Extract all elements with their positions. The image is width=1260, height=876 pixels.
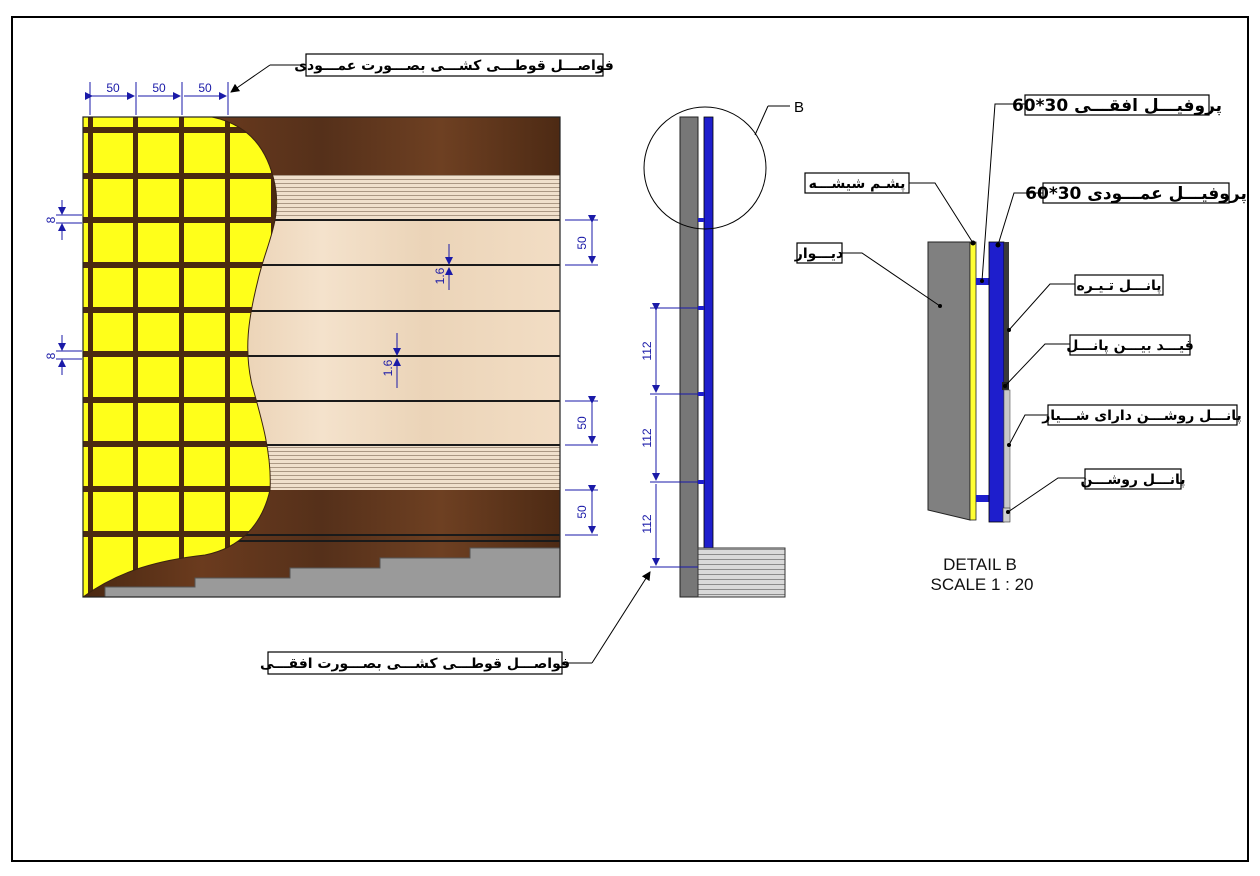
label-horizontal-gaps: فواصـــل قوطـــی کشـــی بصـــورت افقـــی [260, 571, 651, 675]
elevation-outline [82, 116, 561, 598]
label-horizontal-profile: پروفیـــل افقـــی 30*60 [1012, 96, 1222, 116]
dim-spacing-112-a: 112 [640, 341, 654, 360]
label-glass-wool: پشـم شیشـــه [809, 176, 906, 192]
detail-wall [927, 241, 971, 521]
dim-col-50-c: 50 [198, 81, 212, 95]
dim-panel-50-b: 50 [575, 416, 589, 430]
dim-gap-8-b: 8 [44, 352, 58, 359]
label-light-panel: پانـــل روشـــن [1081, 472, 1186, 488]
callout-b-label: B [794, 99, 804, 116]
groove-dimensions: 1.6 1.6 [381, 244, 453, 388]
label-vertical-gaps: فواصـــل قوطـــی کشـــی بصـــورت عمـــود… [230, 53, 614, 93]
label-vertical-profile: پروفیـــل عمـــودی 30*60 [1025, 184, 1247, 204]
section-base-panel [697, 547, 786, 598]
section-wall [679, 116, 699, 598]
profile-grid [83, 117, 277, 597]
grooved-band-bottom [220, 445, 560, 490]
label-wall: دیـــوار [794, 246, 843, 262]
detail-b: پروفیـــل افقـــی 30*60 پشـم شیشـــه پرو… [794, 94, 1247, 594]
top-dimensions: 50 50 50 [85, 81, 229, 115]
svg-text:فواصـــل قوطـــی کشـــی بصـــو: فواصـــل قوطـــی کشـــی بصـــورت عمـــود… [294, 58, 614, 74]
dim-col-50-a: 50 [106, 81, 120, 95]
detail-dark-panel [1004, 242, 1009, 387]
light-wood-panel [220, 220, 560, 445]
label-panel-joint: قیـــد بیـــن پانـــل [1066, 338, 1194, 354]
label-dark-panel: پانـــل تـیـره [1076, 278, 1161, 294]
detail-vertical-profile [988, 241, 1005, 523]
dim-panel-50-c: 50 [575, 505, 589, 519]
cutaway-edge [82, 116, 278, 598]
dim-groove-1-6-a: 1.6 [433, 267, 447, 284]
dim-groove-1-6-b: 1.6 [381, 359, 395, 376]
detail-scale: SCALE 1 : 20 [930, 575, 1033, 594]
section-vertical-profile [703, 116, 714, 598]
detail-callout-circle [643, 106, 767, 230]
dim-spacing-112-c: 112 [640, 514, 654, 533]
sheet-border [11, 16, 1249, 862]
dim-gap-8-a: 8 [44, 216, 58, 223]
detail-light-panel [1002, 507, 1011, 523]
elevation-view [82, 116, 561, 598]
side-section: B [643, 99, 804, 598]
detail-grooved-panel [1003, 389, 1011, 511]
svg-text:فواصـــل قوطـــی کشـــی بصـــو: فواصـــل قوطـــی کشـــی بصـــورت افقـــی [260, 656, 570, 672]
left-dimensions: 8 8 [44, 200, 82, 375]
label-grooved-light-panel: پانـــل روشـــن دارای شـــیار [1041, 408, 1242, 424]
detail-glass-wool [969, 241, 977, 521]
spacing-dimensions: 112 112 112 [640, 303, 698, 568]
dim-col-50-b: 50 [152, 81, 166, 95]
detail-title: DETAIL B [943, 555, 1017, 574]
right-dimensions: 50 50 50 [565, 215, 598, 536]
dim-spacing-112-b: 112 [640, 428, 654, 447]
dim-panel-50-a: 50 [575, 236, 589, 250]
